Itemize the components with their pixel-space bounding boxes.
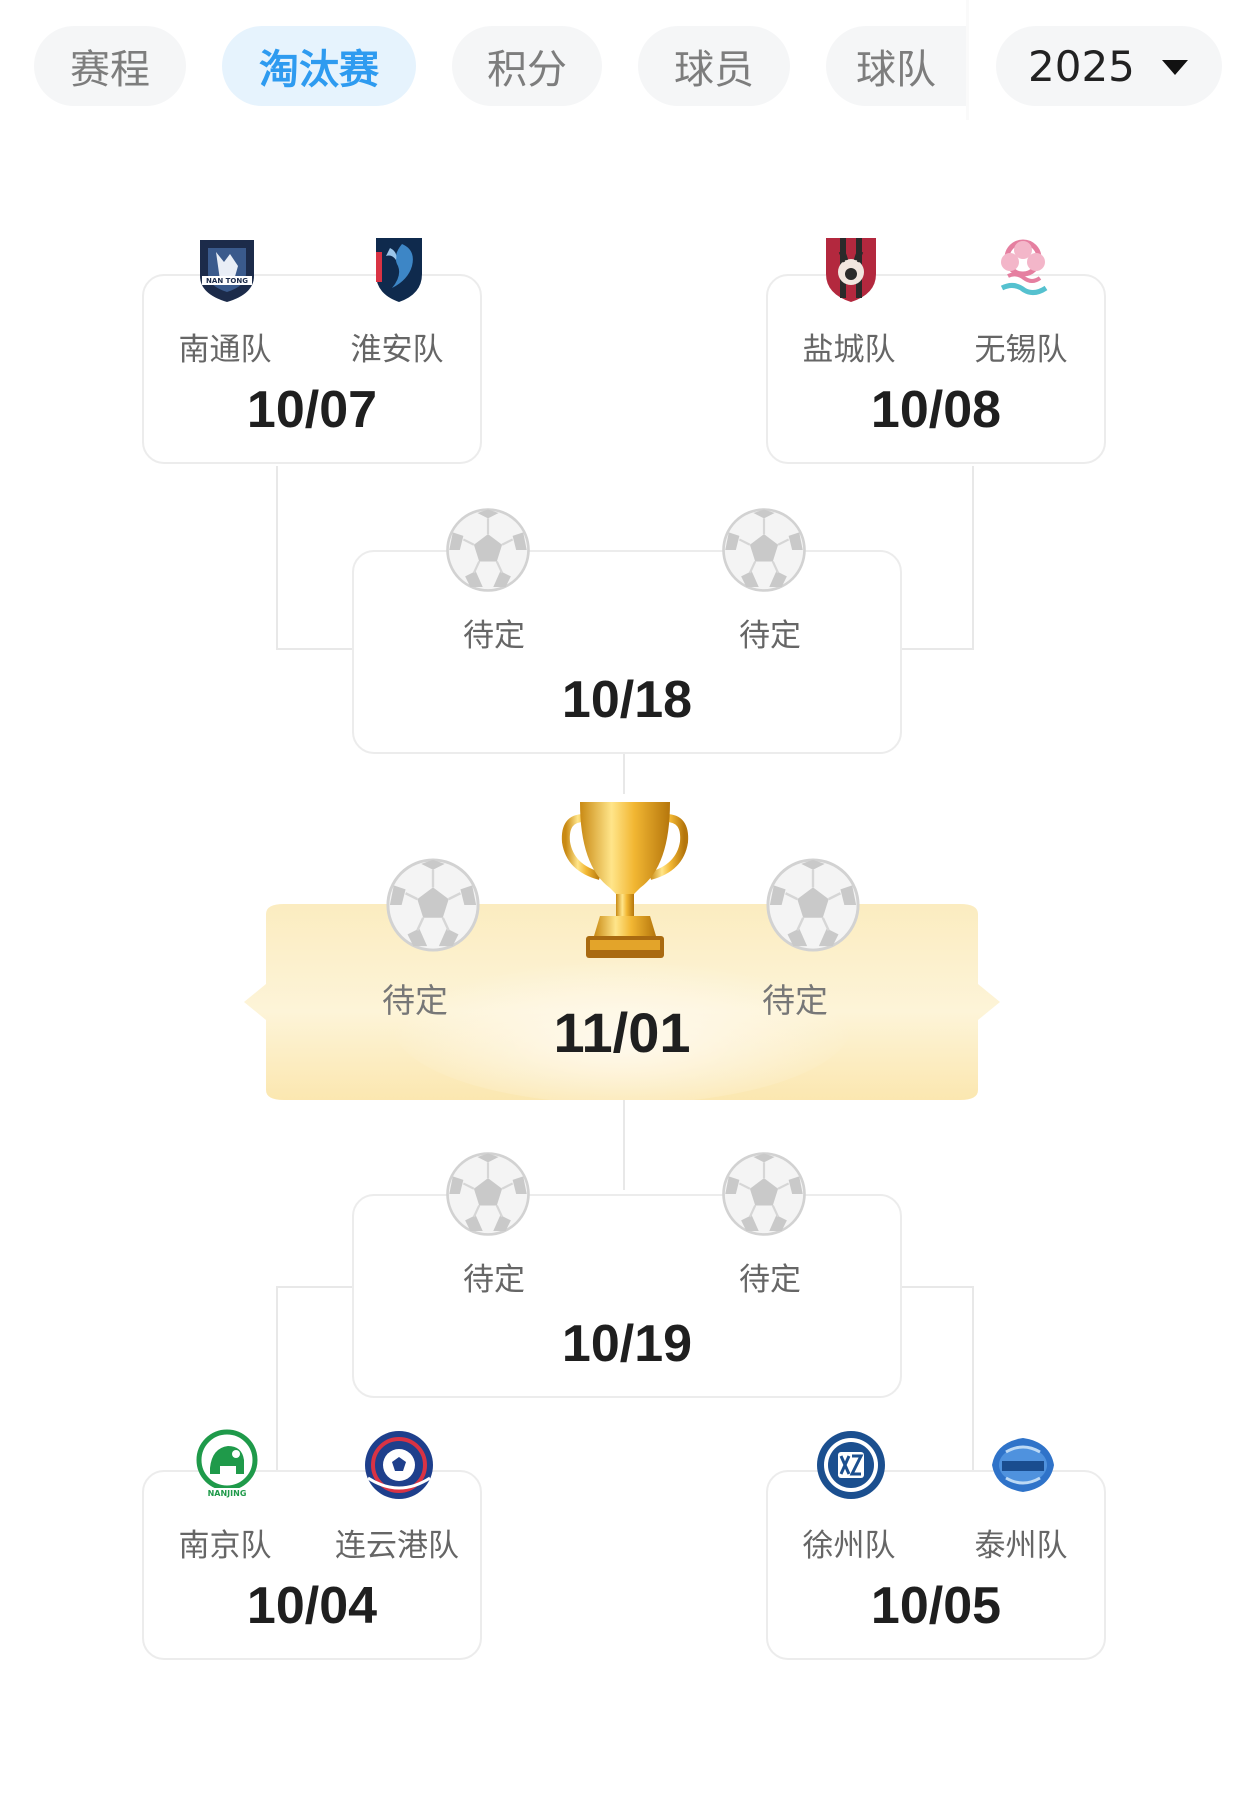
lianyungang-logo-icon	[365, 1431, 433, 1499]
soccer-ball-icon	[444, 506, 532, 594]
team-name-home: 南通队	[178, 332, 272, 368]
soccer-ball-icon	[764, 856, 862, 954]
match-date: 10/07	[246, 381, 378, 439]
team-name-home: 待定	[463, 1262, 525, 1298]
soccer-ball-icon	[384, 856, 482, 954]
tab-label: 赛程	[70, 47, 150, 93]
match-date: 11/01	[553, 1001, 691, 1064]
nanjing-logo-icon: NANJING	[196, 1429, 258, 1498]
match-card-sf-bottom[interactable]: 待定 待定 10/19	[352, 1194, 902, 1398]
year-dropdown[interactable]: 2025	[996, 26, 1222, 106]
team-name-home: 待定	[463, 618, 525, 654]
wuxi-logo-icon	[1000, 239, 1048, 296]
bracket-connector	[896, 1286, 974, 1476]
match-date: 10/08	[870, 381, 1002, 439]
tab-label: 淘汰赛	[259, 47, 379, 93]
bracket-connector	[276, 1286, 352, 1476]
match-date: 10/05	[870, 1577, 1002, 1635]
final-banner-bg	[244, 904, 1000, 1100]
team-name-away: 淮安队	[350, 332, 444, 368]
huaian-logo-icon	[376, 238, 422, 302]
team-name-home: 待定	[382, 981, 448, 1020]
tab-schedule[interactable]: 赛程	[34, 26, 186, 106]
bracket-connector	[896, 466, 974, 650]
tab-label: 球队	[856, 47, 936, 93]
team-name-away: 无锡队	[974, 332, 1068, 368]
match-card-qf-bottom-right[interactable]: 徐州队 泰州队 10/05	[766, 1470, 1106, 1660]
yancheng-logo-icon	[826, 238, 876, 302]
chevron-down-icon	[1162, 60, 1188, 75]
tab-label: 积分	[487, 47, 567, 93]
soccer-ball-icon	[444, 1150, 532, 1238]
match-card-qf-bottom-left[interactable]: 南京队 连云港队 10/04	[142, 1470, 482, 1660]
match-date: 10/04	[246, 1577, 378, 1635]
soccer-ball-icon	[720, 1150, 808, 1238]
team-name-away: 待定	[762, 981, 828, 1020]
team-name-away: 泰州队	[974, 1528, 1068, 1564]
match-date: 10/18	[561, 671, 693, 729]
tab-knockout[interactable]: 淘汰赛	[222, 26, 416, 106]
year-value: 2025	[1028, 41, 1135, 91]
xuzhou-logo-icon	[817, 1431, 885, 1499]
tab-label: 球员	[674, 47, 754, 93]
match-date: 10/19	[561, 1315, 693, 1373]
team-name-home: 徐州队	[802, 1528, 896, 1564]
bracket-connector	[276, 466, 352, 650]
bracket-connector	[623, 1096, 625, 1190]
svg-text:NAN TONG: NAN TONG	[206, 277, 248, 285]
team-name-away: 待定	[739, 618, 801, 654]
team-name-away: 连云港队	[335, 1528, 459, 1564]
taizhou-logo-icon	[992, 1438, 1054, 1492]
team-name-home: 南京队	[178, 1528, 272, 1564]
match-card-qf-top-right[interactable]: 盐城队 无锡队 10/08	[766, 274, 1106, 464]
svg-text:NANJING: NANJING	[208, 1489, 247, 1498]
nantong-logo-icon: NAN TONG	[200, 240, 254, 302]
tab-divider	[966, 0, 969, 120]
tab-standings[interactable]: 积分	[452, 26, 602, 106]
match-card-sf-top[interactable]: 待定 待定 10/18	[352, 550, 902, 754]
team-name-home: 盐城队	[802, 332, 896, 368]
match-card-final[interactable]: 待定 待定 11/01	[244, 904, 1000, 1100]
tab-teams[interactable]: 球队	[826, 26, 966, 106]
match-card-qf-top-left[interactable]: 南通队 淮安队 10/07	[142, 274, 482, 464]
team-name-away: 待定	[739, 1262, 801, 1298]
tab-players[interactable]: 球员	[638, 26, 790, 106]
bracket-connector	[623, 754, 625, 794]
trophy-icon	[561, 802, 689, 958]
soccer-ball-icon	[720, 506, 808, 594]
